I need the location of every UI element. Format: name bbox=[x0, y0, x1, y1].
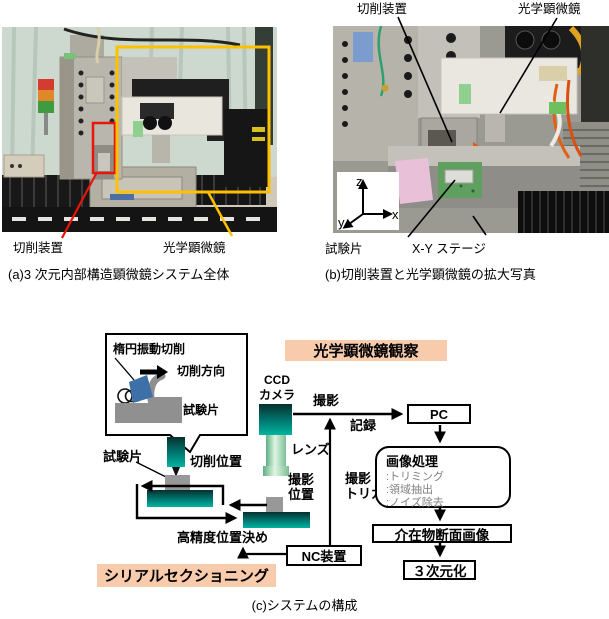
shoot-label: 撮影 bbox=[313, 393, 340, 408]
panel-a-caption: (a)3 次元内部構造顕微鏡システム全体 bbox=[8, 267, 230, 282]
shooting-position-label: 撮影 位置 bbox=[288, 472, 315, 502]
record-label: 記録 bbox=[350, 418, 377, 433]
panel-b-caption: (b)切削装置と光学顕微鏡の拡大写真 bbox=[325, 267, 536, 282]
stage-2 bbox=[243, 512, 310, 528]
brass-fitting bbox=[381, 84, 389, 92]
orange-cable bbox=[566, 79, 583, 157]
nc-device-box: NC装置 bbox=[286, 545, 362, 566]
cutting-position-label: 切削位置 bbox=[190, 454, 243, 469]
camera-label bbox=[252, 127, 265, 132]
workpiece-2 bbox=[266, 497, 283, 512]
panel-b-microscope-label: 光学顕微鏡 bbox=[518, 2, 581, 16]
unit-recess bbox=[428, 130, 456, 148]
camera-unit bbox=[224, 109, 270, 187]
cutting-unit-face bbox=[98, 153, 110, 171]
panel-c-caption: (c)システムの構成 bbox=[251, 598, 358, 613]
specimen-label: 試験片 bbox=[103, 449, 143, 464]
cutter-body bbox=[167, 437, 185, 467]
system-diagram bbox=[105, 333, 446, 559]
stage-1 bbox=[147, 490, 213, 507]
y-axis-label: y bbox=[338, 215, 345, 230]
three-d-box: ３次元化 bbox=[403, 560, 476, 580]
signal-tower bbox=[38, 79, 54, 135]
y-axis-arrow bbox=[342, 213, 364, 229]
cutter-tip bbox=[172, 467, 180, 477]
processing-item-region: :領域抽出 bbox=[386, 484, 434, 496]
objective bbox=[152, 135, 170, 163]
pc-box: PC bbox=[407, 404, 471, 424]
direction-arrow-head bbox=[157, 365, 168, 379]
black-fin-lines bbox=[523, 191, 605, 233]
panel-a-microscope-label: 光学顕微鏡 bbox=[163, 241, 226, 255]
lens-flare bbox=[263, 466, 289, 476]
lens-label: レンズ bbox=[291, 442, 330, 457]
callout-specimen-label: 試験片 bbox=[183, 403, 220, 417]
column-label bbox=[85, 76, 105, 104]
positioning-label: 高精度位置決め bbox=[177, 530, 269, 545]
panel-a-cutting-label: 切削装置 bbox=[13, 241, 64, 255]
cutting-tool-blue bbox=[129, 375, 153, 403]
green-tape bbox=[64, 53, 76, 59]
panel-b-cutting-label: 切削装置 bbox=[357, 2, 408, 16]
camera-label bbox=[252, 137, 265, 141]
eyepiece bbox=[158, 116, 172, 130]
panel-b-specimen-label: 試験片 bbox=[325, 242, 363, 256]
lens-barrel bbox=[266, 435, 286, 466]
green-tape bbox=[133, 121, 143, 137]
cable bbox=[63, 27, 241, 47]
green-tape bbox=[549, 102, 566, 114]
callout-leader-line bbox=[114, 357, 135, 381]
photo-closeup: z x y bbox=[333, 26, 609, 233]
bolt-holes bbox=[78, 70, 115, 136]
loop-arrow-upper bbox=[140, 480, 225, 505]
yellow-annotation-box bbox=[115, 45, 271, 194]
binocular-tube bbox=[140, 103, 174, 119]
x-axis-label: x bbox=[392, 207, 399, 222]
elliptical-cutting-label: 楕円振動切削 bbox=[113, 342, 186, 356]
eyepiece bbox=[541, 30, 561, 50]
panel-b-stage-label: X-Y ステージ bbox=[412, 242, 486, 256]
controller-box bbox=[3, 154, 45, 178]
black-arm bbox=[132, 79, 228, 99]
image-processing-box: 画像処理 :トリミング :領域抽出 :ノイズ除去 bbox=[375, 446, 511, 509]
axes-background bbox=[337, 172, 399, 230]
eyepiece bbox=[515, 30, 535, 50]
ccd-camera-body bbox=[259, 404, 292, 435]
photo-system-overview bbox=[2, 27, 277, 232]
objective-nose bbox=[485, 114, 505, 142]
cutting-direction-label: 切削方向 bbox=[177, 364, 226, 378]
processing-item-trimming: :トリミング bbox=[386, 471, 445, 483]
optical-observation-badge: 光学顕微鏡観察 bbox=[285, 340, 447, 361]
body-label bbox=[539, 66, 567, 81]
specimen-leader bbox=[135, 461, 171, 480]
loop-arrow-lower bbox=[135, 484, 238, 524]
eyepiece bbox=[143, 116, 157, 130]
specimen-plate bbox=[444, 169, 474, 184]
column-shadow bbox=[60, 57, 74, 179]
pink-slab bbox=[395, 158, 433, 204]
z-axis-label: z bbox=[356, 174, 363, 189]
green-tape bbox=[459, 84, 471, 104]
processing-item-noise: :ノイズ除去 bbox=[386, 497, 444, 509]
trigger-label: 撮影 トリガ bbox=[345, 471, 385, 501]
tube bbox=[95, 27, 101, 64]
stage-top bbox=[388, 146, 580, 166]
workpiece-1 bbox=[165, 475, 190, 490]
image-processing-title: 画像処理 bbox=[386, 454, 439, 469]
z-axis-label-plate bbox=[353, 32, 373, 62]
red-annotation-box bbox=[91, 121, 117, 175]
inclusion-image-box: 介在物断面画像 bbox=[372, 524, 512, 543]
nc-positioning-arrow bbox=[237, 546, 286, 559]
serial-sectioning-badge: シリアルセクショニング bbox=[97, 564, 276, 587]
stage-label bbox=[110, 194, 134, 200]
right-frame bbox=[581, 26, 609, 138]
axes-inset: z x y bbox=[337, 172, 399, 230]
ccd-camera-label: CCD カメラ bbox=[258, 373, 295, 402]
callout-workpiece bbox=[115, 397, 182, 423]
